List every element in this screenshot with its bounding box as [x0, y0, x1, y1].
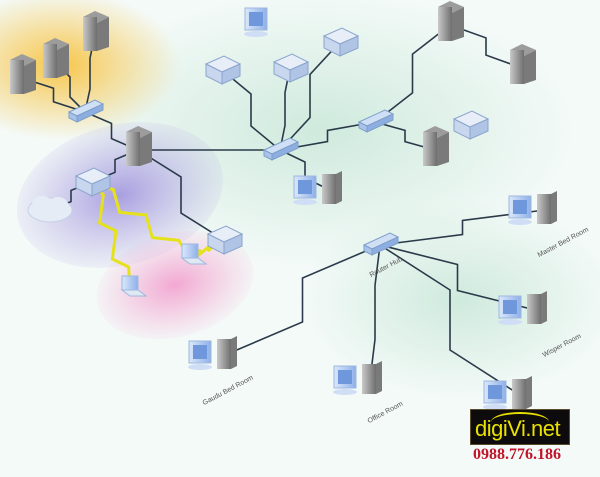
wireless-link — [90, 181, 132, 291]
workstation-icon — [483, 376, 532, 410]
server-icon — [423, 126, 449, 166]
server-icon — [83, 11, 109, 51]
server-icon — [510, 44, 536, 84]
modem-icon — [74, 167, 112, 197]
workstation-icon — [498, 291, 547, 325]
network-link — [84, 111, 139, 151]
server-icon — [10, 54, 36, 94]
hub-icon — [357, 109, 395, 133]
box-icon — [272, 53, 310, 83]
network-link — [279, 121, 376, 151]
laptop-icon — [180, 243, 208, 265]
wireless-zone — [16, 122, 224, 268]
network-link — [279, 149, 331, 191]
server-icon — [438, 1, 464, 41]
wireless-link — [91, 180, 192, 259]
scanner-icon — [452, 110, 490, 140]
hub-icon — [67, 99, 105, 123]
network-link — [21, 77, 86, 113]
access-point-icon — [206, 225, 244, 255]
workstation-icon — [333, 361, 382, 395]
network-link — [379, 209, 546, 246]
network-link — [224, 244, 381, 356]
network-link — [374, 121, 436, 151]
brand-name: digiVi.net — [475, 416, 561, 441]
logo-arc — [491, 412, 549, 432]
network-link — [449, 24, 523, 69]
network-link — [221, 69, 281, 151]
brand-phone: 0988.776.186 — [473, 446, 561, 463]
network-link — [369, 244, 381, 381]
cloud-icon — [27, 196, 73, 223]
workstation-icon — [293, 171, 342, 205]
hub-icon — [362, 232, 400, 256]
network-link — [279, 41, 341, 151]
workstation-icon — [188, 336, 237, 370]
network-link — [379, 244, 536, 311]
printer-icon — [204, 55, 242, 85]
network-link — [374, 24, 451, 123]
server-icon — [43, 38, 69, 78]
box-icon — [322, 27, 360, 57]
laptop-icon — [120, 275, 148, 297]
workstation-icon — [508, 191, 557, 225]
network-link — [137, 149, 225, 241]
brand-logo: digiVi.net — [470, 409, 570, 445]
hub-icon — [262, 137, 300, 161]
server-icon — [126, 126, 152, 166]
monitor-icon — [244, 7, 268, 37]
network-link — [379, 244, 521, 396]
laptop-zone — [96, 230, 254, 340]
nodes — [10, 1, 557, 410]
